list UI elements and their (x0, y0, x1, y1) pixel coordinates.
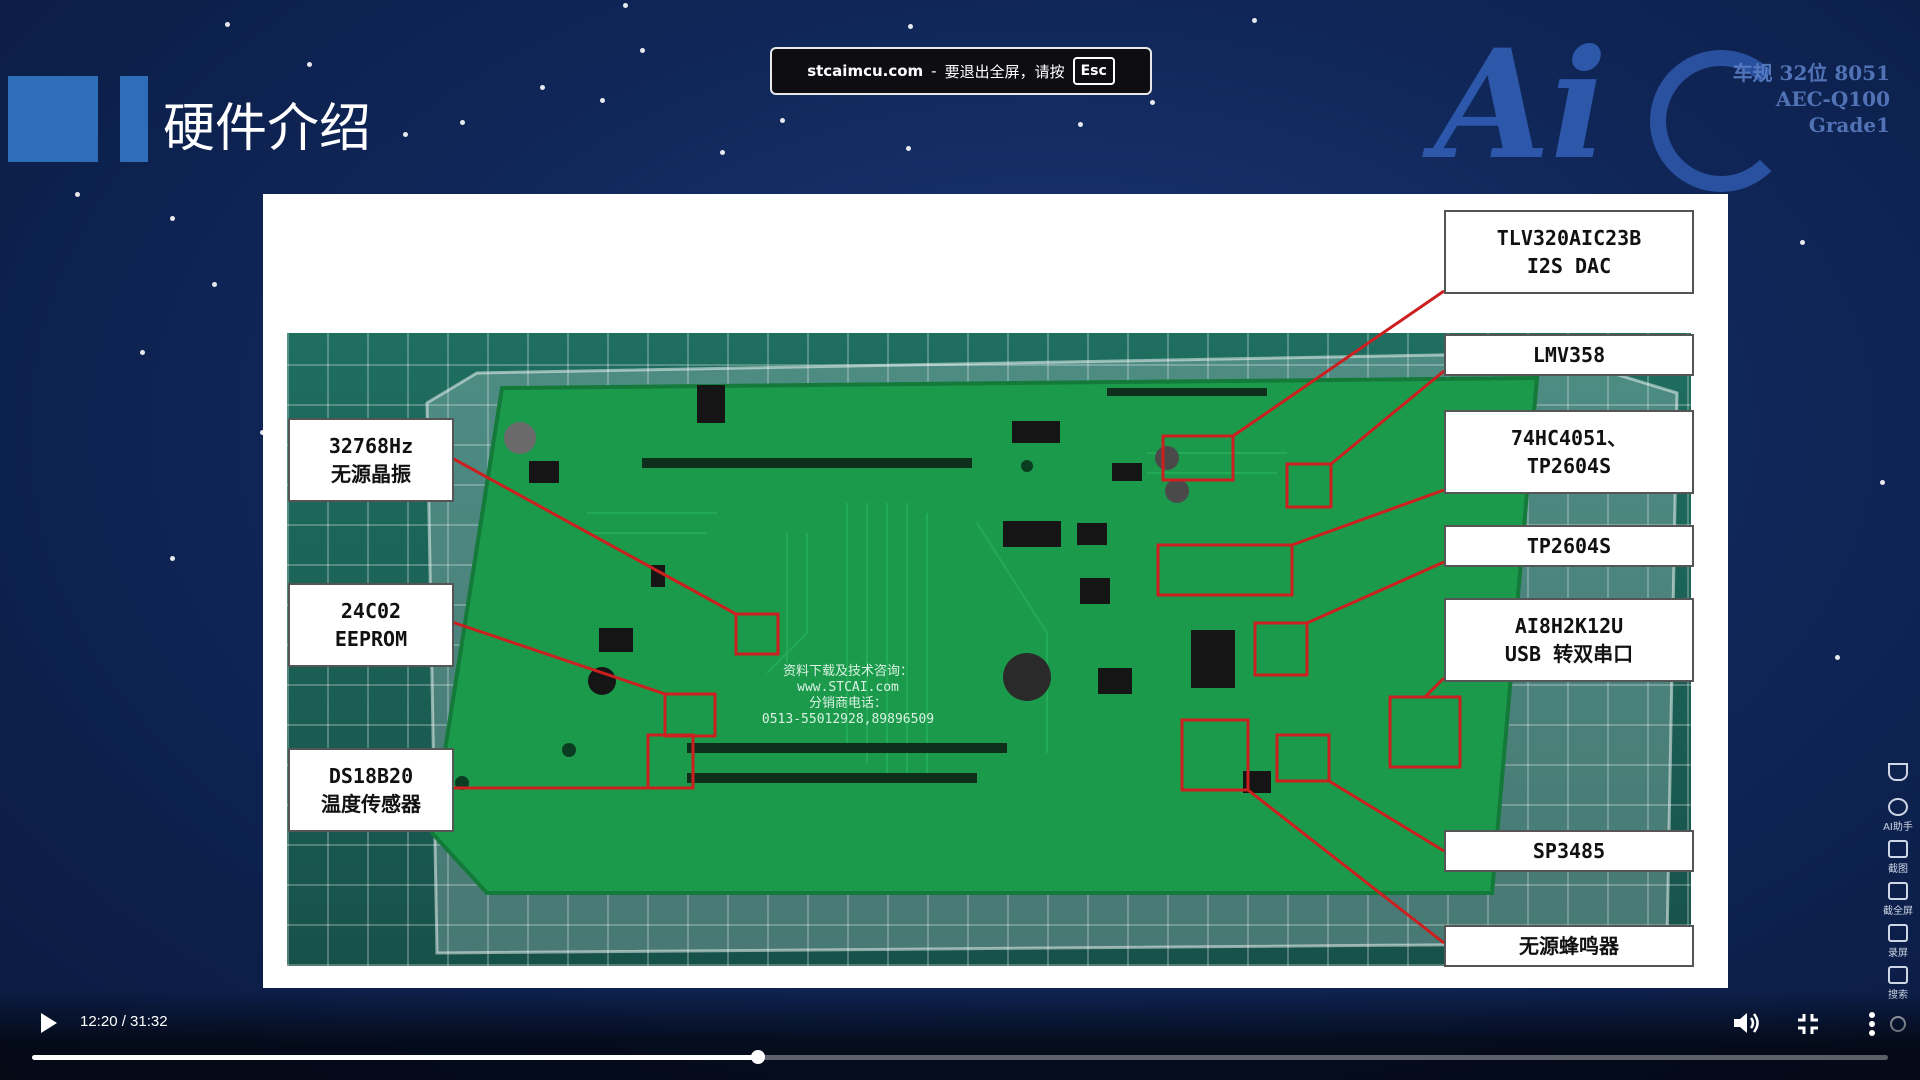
label-eeprom-line1: 24C02 (340, 599, 402, 623)
label-74hc4051-line1: 74HC4051、 (1510, 426, 1628, 450)
search-icon (1888, 965, 1908, 984)
toast-separator: - (931, 62, 937, 80)
label-tp2604-line1: TP2604S (1526, 534, 1612, 558)
label-crystal-line2: 无源晶振 (331, 462, 411, 486)
video-camera-icon (1888, 923, 1908, 942)
fullscreen-exit-toast: stcaimcu.com - 要退出全屏，请按 Esc (770, 47, 1152, 95)
label-74hc4051-line2: TP2604S (1526, 454, 1612, 478)
label-sp3485-line1: SP3485 (1532, 839, 1606, 863)
ai-assistant-label: AI助手 (1883, 821, 1913, 833)
progress-bar[interactable] (32, 1050, 1888, 1064)
ai-assistant-icon (1888, 797, 1908, 816)
title-block-large (8, 76, 98, 162)
pcb-silkscreen-line4: 0513-55012928,89896509 (762, 712, 934, 727)
camera-icon (1888, 839, 1908, 858)
label-ds18b20-line1: DS18B20 (328, 764, 414, 788)
logo-tagline-line1: 车规 32位 8051 (1732, 61, 1890, 85)
video-player-controls (0, 990, 1920, 1080)
label-74hc4051: 74HC4051、 TP2604S (1444, 410, 1694, 494)
pcb-silkscreen-line2: www.STCAI.com (797, 680, 899, 695)
more-vertical-icon (1869, 1012, 1875, 1036)
label-buzzer: 无源蜂鸣器 (1444, 925, 1694, 967)
play-button[interactable] (40, 1012, 58, 1038)
toast-host: stcaimcu.com (807, 62, 924, 80)
label-lmv-line1: LMV358 (1532, 343, 1606, 367)
pcb-silkscreen-line3: 分销商电话： (809, 696, 887, 711)
label-crystal-32768hz: 32768Hz 无源晶振 (288, 418, 454, 502)
record-label: 录屏 (1888, 947, 1908, 959)
record-button[interactable]: 录屏 (1876, 920, 1920, 962)
logo-tagline-line2: AEC-Q100 Grade1 (1775, 87, 1890, 137)
screenshot-label: 截图 (1888, 863, 1908, 875)
slide-title: 硬件介绍 (163, 99, 372, 159)
label-tlv-line1: TLV320AIC23B (1496, 226, 1642, 250)
toast-message: 要退出全屏，请按 (944, 62, 1065, 81)
label-ds18b20: DS18B20 温度传感器 (288, 748, 454, 832)
progress-fill (32, 1055, 758, 1060)
label-buzzer-line1: 无源蜂鸣器 (1519, 934, 1619, 958)
screenshot-button[interactable]: 截图 (1876, 836, 1920, 878)
label-ds18b20-line2: 温度传感器 (321, 792, 421, 816)
label-eeprom-line2: EEPROM (334, 627, 408, 651)
label-ai8h2k12u: AI8H2K12U USB 转双串口 (1444, 598, 1694, 682)
label-24c02-eeprom: 24C02 EEPROM (288, 583, 454, 667)
logo-tagline: 车规 32位 8051 AEC-Q100 Grade1 (1692, 60, 1890, 138)
play-icon (41, 1013, 57, 1033)
label-tlv320aic23b: TLV320AIC23B I2S DAC (1444, 210, 1694, 294)
playback-time: 12:20 / 31:32 (80, 1013, 168, 1030)
label-sp3485: SP3485 (1444, 830, 1694, 872)
label-lmv358: LMV358 (1444, 334, 1694, 376)
volume-icon (1734, 1013, 1759, 1033)
full-capture-icon (1888, 881, 1908, 900)
ai-logo: Ai 车规 32位 8051 AEC-Q100 Grade1 (1430, 30, 1890, 192)
exit-fullscreen-icon (1798, 1014, 1818, 1034)
volume-button[interactable] (1732, 1010, 1762, 1040)
title-block-small (120, 76, 148, 162)
logo-ai-text: Ai (1434, 17, 1608, 193)
fullscreen-screenshot-button[interactable]: 截全屏 (1876, 878, 1920, 920)
ai-assistant-button[interactable]: AI助手 (1876, 794, 1920, 836)
side-toolbar: AI助手 截图 截全屏 录屏 搜索 (1876, 752, 1920, 1032)
exit-fullscreen-button[interactable] (1796, 1012, 1820, 1040)
fullscreen-screenshot-label: 截全屏 (1883, 905, 1913, 917)
esc-key-badge: Esc (1072, 57, 1115, 85)
shield-icon[interactable] (1876, 752, 1920, 794)
label-tp2604s: TP2604S (1444, 525, 1694, 567)
label-ai8h-line2: USB 转双串口 (1504, 642, 1634, 666)
label-crystal-line1: 32768Hz (328, 434, 414, 458)
label-tlv-line2: I2S DAC (1526, 254, 1612, 278)
label-ai8h-line1: AI8H2K12U (1514, 614, 1624, 638)
progress-knob[interactable] (750, 1050, 765, 1064)
pcb-silkscreen-line1: 资料下载及技术咨询： (783, 664, 913, 679)
more-options-button[interactable] (1868, 1011, 1876, 1041)
